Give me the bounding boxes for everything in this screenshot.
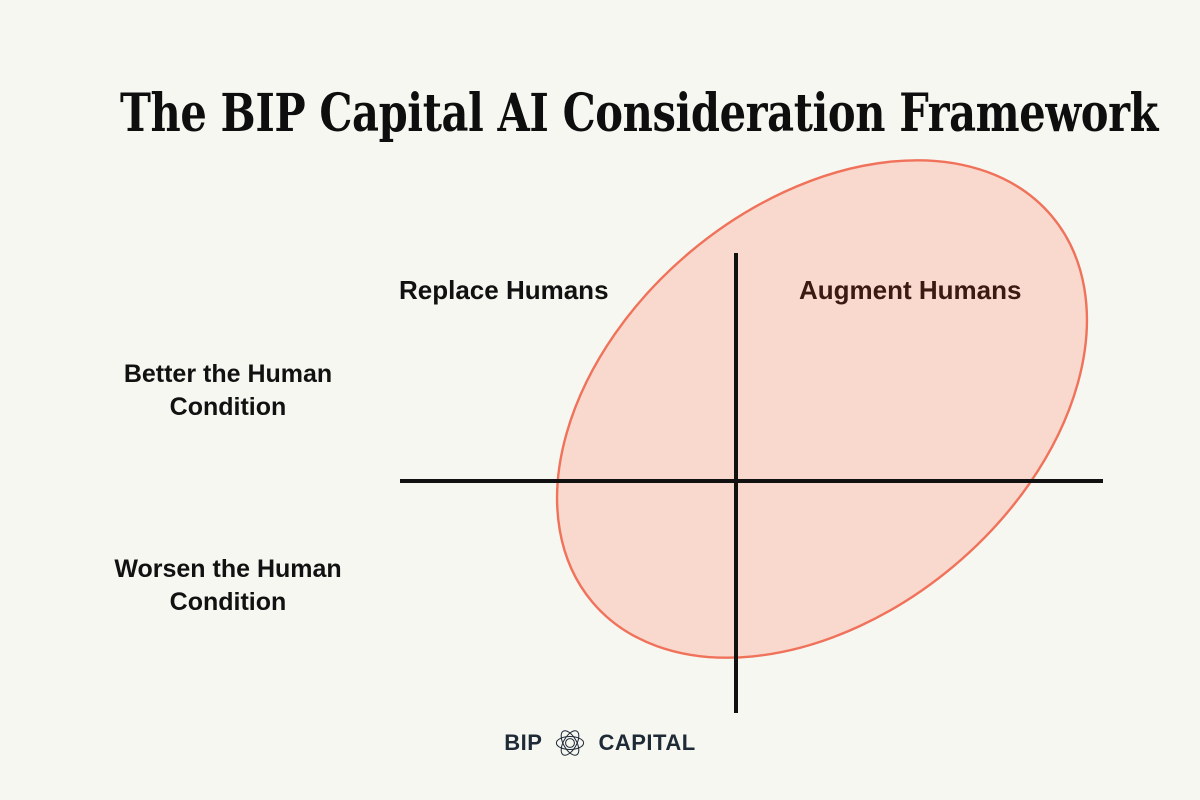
axis-label-replace-humans: Replace Humans <box>399 275 609 305</box>
axis-label-worsen-condition-line1: Worsen the Human <box>114 555 342 583</box>
brand-logo: BIP CAPITAL <box>0 726 1200 760</box>
axis-label-better-condition-line1: Better the Human <box>123 360 333 388</box>
brand-name-bip: BIP <box>504 730 543 755</box>
page-title: The BIP Capital AI Consideration Framewo… <box>120 83 1159 144</box>
axis-label-augment-humans: Augment Humans <box>799 275 1022 305</box>
axis-label-better-condition: Better the Human Condition <box>58 358 398 424</box>
brand-name-capital: CAPITAL <box>598 730 696 755</box>
axis-label-worsen-condition: Worsen the Human Condition <box>58 553 398 619</box>
atom-icon <box>556 730 585 756</box>
axis-label-worsen-condition-line2: Condition <box>169 588 287 616</box>
axis-label-better-condition-line2: Condition <box>169 393 287 421</box>
